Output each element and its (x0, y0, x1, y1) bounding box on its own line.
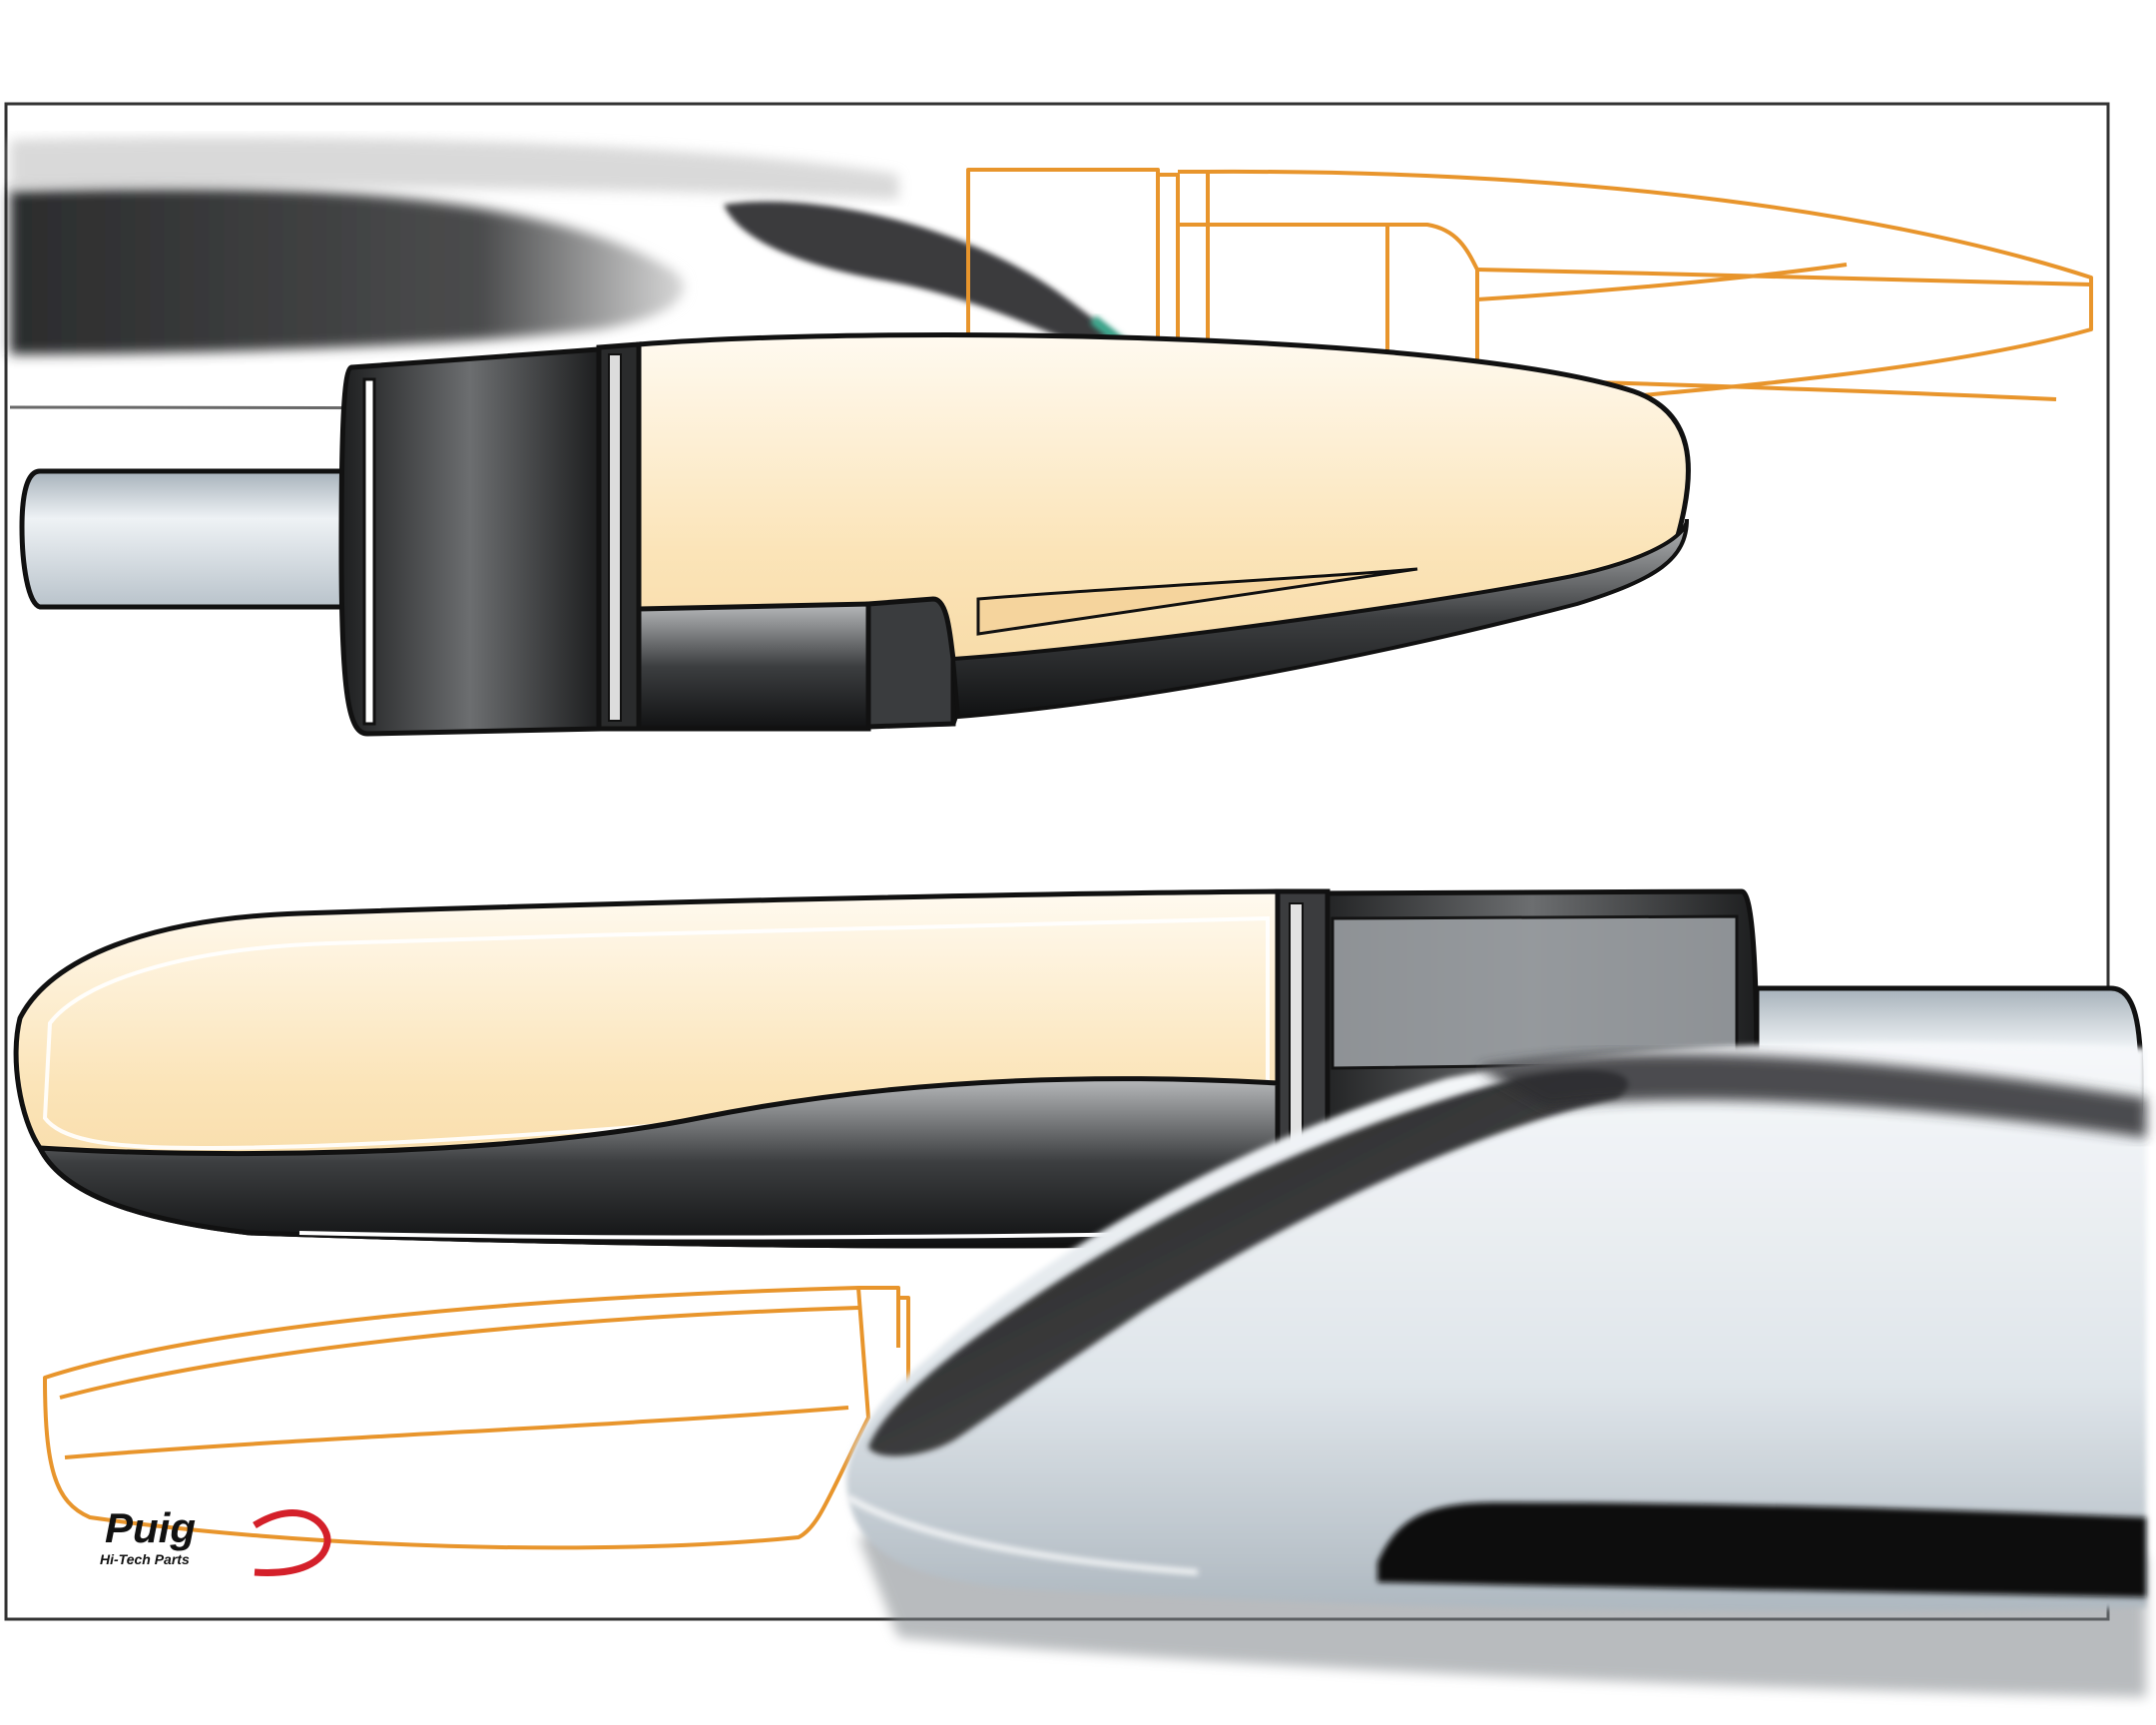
train-nose-render (846, 1042, 2146, 1697)
logo-tagline: Hi-Tech Parts (100, 1551, 190, 1567)
bottom-orange-sketch (43, 1286, 910, 1550)
train-body (846, 1042, 2146, 1611)
top-shaft (19, 468, 372, 610)
logo-swoosh-icon (253, 1509, 331, 1576)
top-collar (338, 346, 602, 737)
top-accessory-render (19, 331, 1691, 737)
train-windshield (868, 1069, 1629, 1456)
puig-logo: Puig Hi-Tech Parts (100, 1504, 331, 1576)
logo-brand: Puig (105, 1504, 196, 1551)
